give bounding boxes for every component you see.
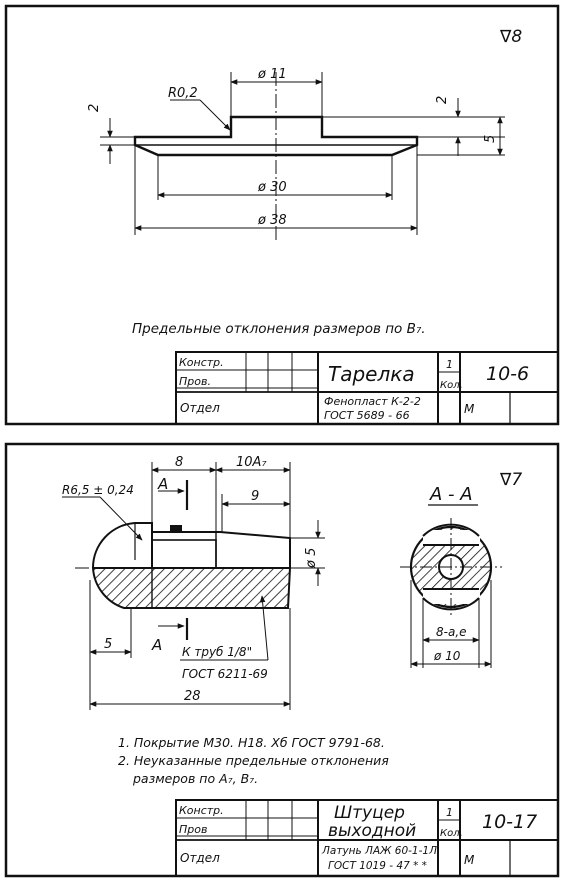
tb1-material-1: Фенопласт К-2-2: [324, 395, 421, 408]
drawing-sheet-1: ∇8: [4, 4, 560, 426]
tb2-prov: Пров: [179, 823, 207, 836]
dim-height-right: 2: [435, 96, 450, 104]
dim-sec-8: 8-a,e: [436, 625, 467, 639]
note-2: 2. Неуказанные предельные отклонения: [118, 753, 389, 768]
cut-label-top: А: [157, 475, 168, 493]
fitting-part-view: [91, 522, 292, 609]
note-3: размеров по A₇, B₇.: [132, 771, 258, 786]
tb2-part-name-2: выходной: [328, 821, 416, 841]
dim-radius-2: R6,5 ± 0,24: [62, 483, 134, 497]
dim-sec-d10: ø 10: [433, 649, 461, 663]
dim-d38: ø 38: [257, 213, 287, 228]
dim-28: 28: [184, 689, 201, 704]
dim-radius-1: R0,2: [168, 86, 198, 101]
tb1-code: 10-6: [486, 363, 529, 385]
title-block-1: [175, 351, 559, 425]
tb1-material-2: ГОСТ 5689 - 66: [324, 409, 410, 422]
roughness-symbol-2: ∇7: [499, 470, 522, 490]
tb1-prov: Пров.: [179, 375, 211, 388]
section-title: А - А: [429, 484, 473, 505]
dim-d11: ø 11: [257, 67, 287, 82]
section-a-a-view: [400, 518, 502, 616]
drawing-sheet-2: ∇7 А А: [4, 442, 560, 878]
thread-spec-1: К труб 1/8": [182, 645, 252, 659]
thread-spec-2: ГОСТ 6211-69: [182, 667, 268, 681]
dim-5: 5: [104, 637, 112, 652]
dim-d30: ø 30: [257, 180, 287, 195]
dimension-lines-2: [62, 462, 325, 710]
tb1-part-name: Тарелка: [328, 362, 415, 386]
dim-d5: ø 5: [304, 548, 319, 569]
dim-10a7: 10A₇: [236, 455, 267, 470]
tb2-material-2: ГОСТ 1019 - 47 * *: [328, 860, 427, 872]
tb1-konstr: Констр.: [179, 356, 224, 369]
dim-8: 8: [175, 455, 183, 470]
tb1-qty-label: Кол.: [440, 380, 463, 391]
cut-label-bottom: А: [151, 636, 162, 654]
tb1-mark: М: [464, 402, 475, 416]
tb1-otdel: Отдел: [180, 401, 220, 415]
tb2-konstr: Констр.: [179, 804, 224, 817]
dim-height-left: 2: [87, 104, 102, 112]
tb2-otdel: Отдел: [180, 851, 220, 865]
dim-height-total: 5: [483, 135, 498, 143]
tolerance-note-1: Предельные отклонения размеров по B₇.: [132, 321, 426, 337]
tb1-qty: 1: [446, 358, 453, 371]
roughness-symbol-1: ∇8: [499, 27, 522, 47]
title-block-2: [175, 799, 559, 877]
tb2-qty-label: Кол.: [440, 828, 463, 839]
sheet-2-frame: [4, 442, 560, 878]
tb2-mark: М: [464, 853, 475, 867]
note-1: 1. Покрытие М30. Н18. Хб ГОСТ 9791-68.: [118, 735, 385, 750]
tb2-material-1: Латунь ЛАЖ 60-1-1Л: [321, 845, 437, 857]
section-dimensions: [410, 580, 492, 668]
dimension-lines-1: [107, 79, 503, 231]
tb2-qty: 1: [446, 806, 453, 819]
dim-9: 9: [251, 489, 259, 504]
tb2-code: 10-17: [482, 811, 537, 833]
tb2-part-name-1: Штуцер: [334, 803, 405, 823]
